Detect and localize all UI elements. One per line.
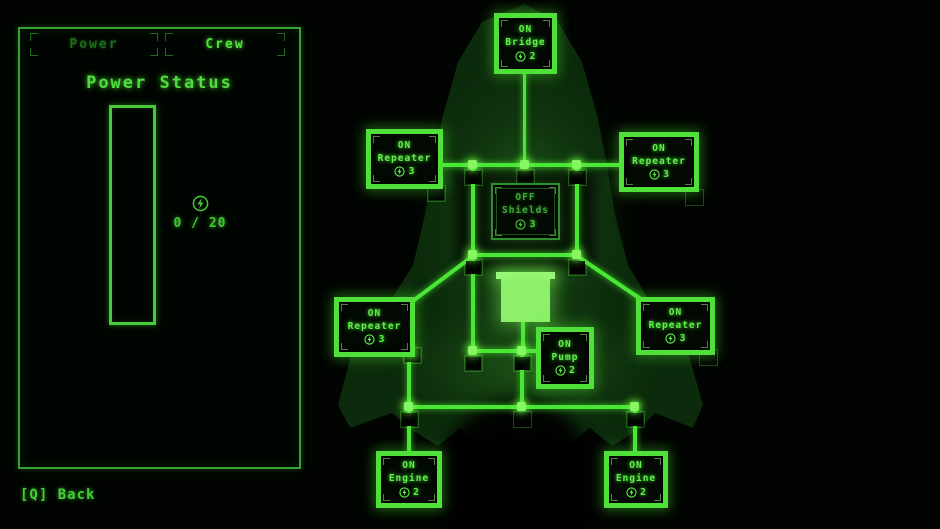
node-label: Shields [501,205,550,216]
wire-junction [572,160,581,169]
wire-junction [468,250,477,259]
node-power: 3 [665,333,686,345]
panel-heading: Power Status [86,73,233,93]
node-pump[interactable]: ON Pump 2 [536,327,594,389]
node-label: Repeater [347,320,402,332]
power-bolt-icon [515,219,527,230]
power-bolt-icon [665,333,677,345]
node-power: 3 [394,166,415,178]
node-state: ON [402,460,416,472]
power-bolt-icon [192,195,208,212]
node-engine-left[interactable]: ON Engine 2 [376,451,442,508]
power-bolt-icon [364,334,376,346]
node-power: 3 [649,169,669,180]
node-repeater-top-left[interactable]: ON Repeater 3 [366,129,443,189]
node-label: Repeater [377,152,432,164]
wire-junction [404,402,413,411]
node-state: ON [518,24,533,36]
wire-junction [468,346,477,355]
wire-connector [568,259,587,276]
wire-pump-bus [473,349,537,353]
node-label: Pump [551,351,579,363]
node-bridge[interactable]: ON Bridge 2 [494,13,557,74]
node-shields[interactable]: OFF Shields 3 [491,183,560,240]
wire-connector [400,411,419,428]
node-power: 3 [515,219,536,230]
wire-bridge-drop [523,73,526,166]
wire-connector [626,411,645,428]
power-bolt-icon [515,51,527,62]
power-counter-value: 0 / 20 [173,216,227,231]
wire-junction [468,160,477,169]
tab-crew[interactable]: Crew [163,31,287,58]
node-power: 2 [399,487,419,498]
wire-connector [464,355,483,372]
node-state: ON [397,139,412,151]
power-bolt-icon [649,169,660,181]
power-counter: 0 / 20 [168,195,232,231]
node-state: ON [652,142,666,154]
node-state: ON [629,460,643,472]
node-label: Engine [615,473,657,484]
power-bolt-icon [394,166,406,178]
tab-crew-label: Crew [205,37,245,52]
wire-junction [630,402,639,411]
wire-reactor-stem [521,320,525,351]
wire-connector [568,169,587,186]
wire-center-drop [520,351,524,408]
node-repeater-bottom-left[interactable]: ON Repeater 3 [334,297,415,357]
node-state: ON [558,338,572,350]
power-bolt-icon [399,487,410,498]
power-bar [109,105,156,325]
node-engine-right[interactable]: ON Engine 2 [604,451,668,508]
wire-junction [572,250,581,259]
node-repeater-bottom-right[interactable]: ON Repeater 3 [636,297,715,355]
wire-connector [427,185,446,202]
wire-connector [513,355,532,372]
wire-top-bus [443,163,622,167]
wire-right-riser [575,165,579,257]
wire-connector [516,169,535,186]
wire-loop-bottom [473,253,577,257]
node-power: 2 [626,487,646,498]
node-state: ON [668,306,683,318]
node-repeater-top-right[interactable]: ON Repeater 3 [619,132,699,192]
wire-connector [464,169,483,186]
node-power: 3 [364,334,385,346]
power-bolt-icon [555,365,566,377]
node-label: Repeater [648,319,703,331]
tab-power[interactable]: Power [28,31,160,58]
node-label: Engine [388,473,430,484]
back-button[interactable]: [Q] Back [20,487,96,503]
node-power: 2 [515,51,536,62]
wire-left-riser [471,165,475,353]
power-panel: Power Crew Power Status 0 / 20 [18,27,301,469]
node-power: 2 [555,365,575,376]
reactor-block [501,279,550,322]
wire-junction [517,346,526,355]
node-label: Bridge [505,37,546,48]
wire-junction [517,402,526,411]
wire-connector [513,411,532,428]
wire-junction [520,160,529,169]
power-bolt-icon [626,487,637,498]
wire-connector [685,189,704,206]
wire-connector [464,259,483,276]
wire-right-engine-drop [633,407,637,453]
reactor-block-cap [496,272,555,279]
tab-power-label: Power [69,37,119,52]
node-state: ON [367,307,382,319]
node-state: OFF [515,192,536,204]
node-label: Repeater [632,155,686,167]
